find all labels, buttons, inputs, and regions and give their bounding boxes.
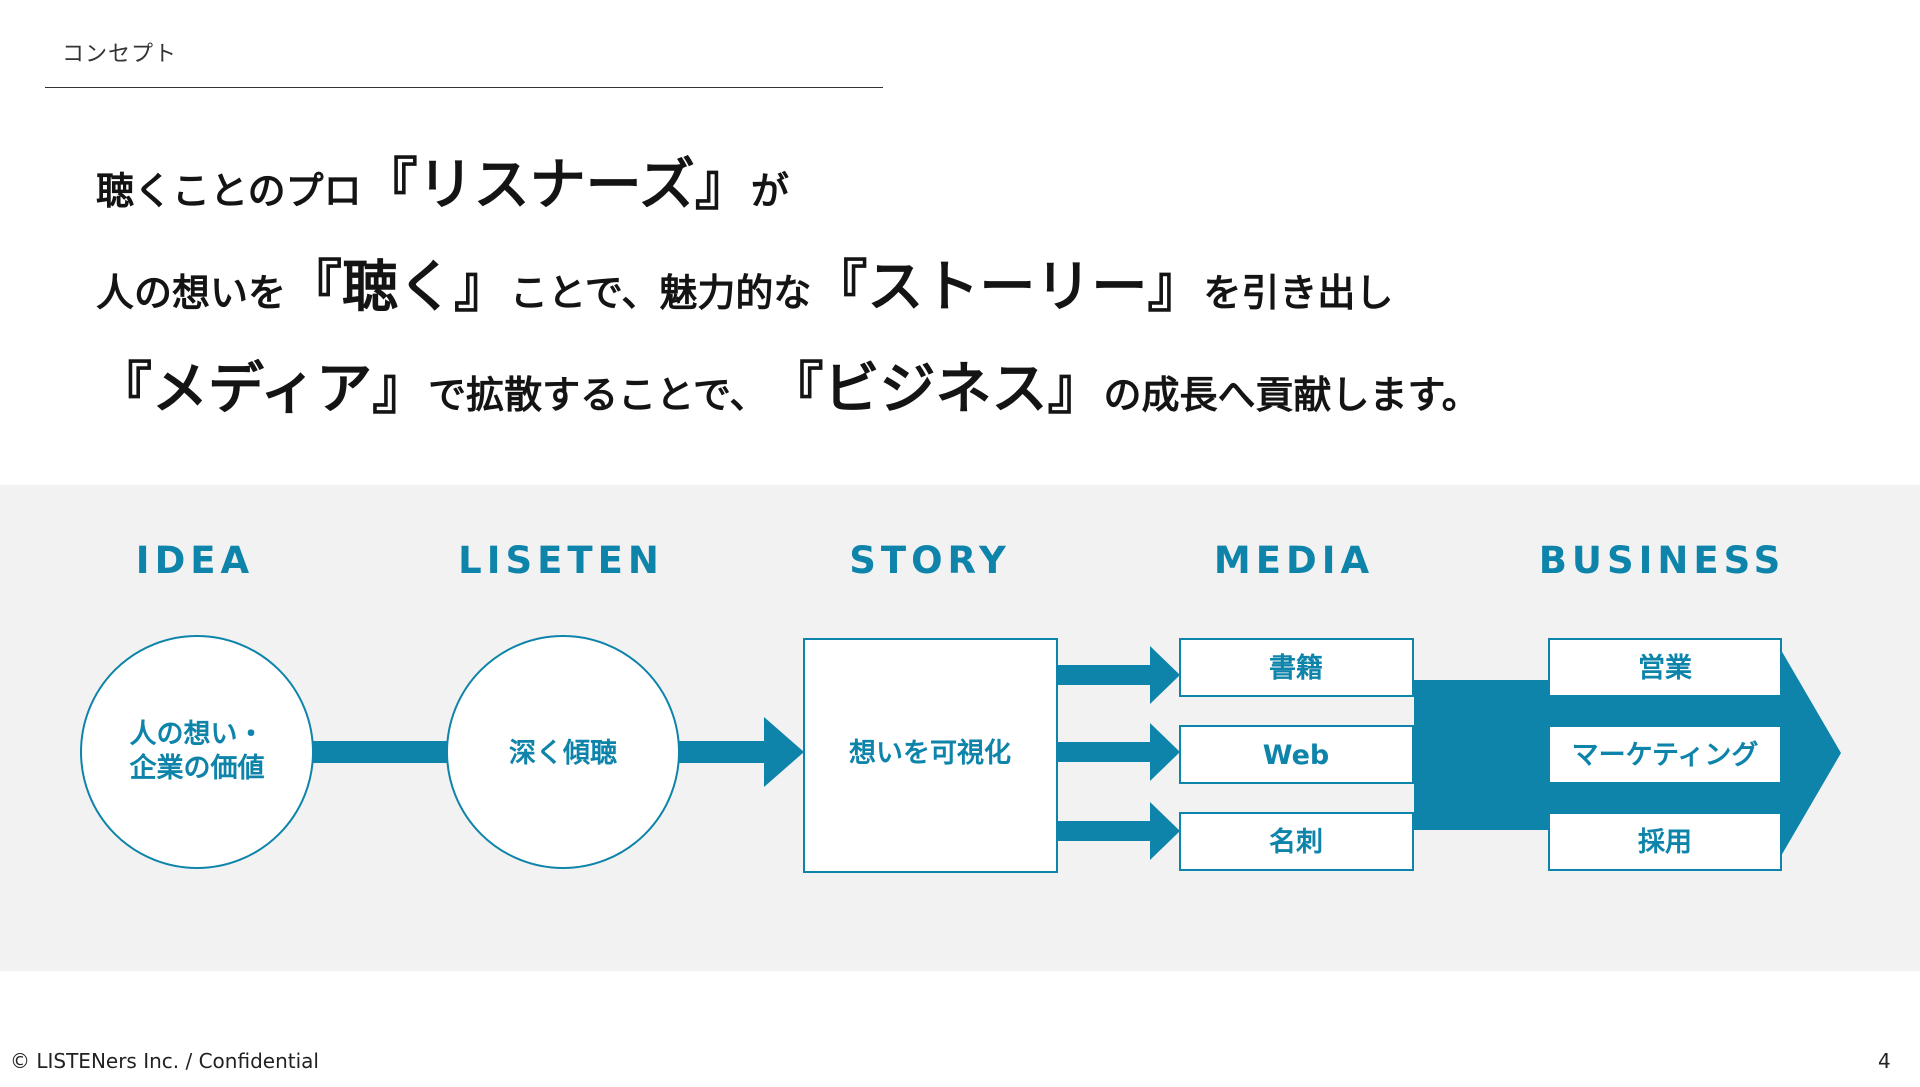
business-item-recruiting: 採用 [1638, 827, 1692, 858]
idea-node-line-2: 企業の価値 [130, 752, 265, 784]
arrow-shaft [1057, 742, 1152, 762]
headline-emphasis: 『メディア』 [96, 357, 429, 422]
media-item-books: 書籍 [1269, 652, 1323, 684]
business-item-box [1548, 638, 1782, 697]
headline-line-2: 人の想いを 『聴く』 ことで、魅力的な 『ストーリー』 を引き出し [96, 242, 1393, 322]
headline-segment: 聴くことのプロ [96, 169, 362, 213]
concept-flow-diagram: IDEA LISETEN STORY MEDIA BUSINESS 人の想い・ … [80, 539, 1841, 873]
arrow-right-icon [1150, 646, 1180, 704]
arrow-shaft [1057, 665, 1152, 685]
headline-segment: で拡散することで、 [428, 373, 768, 417]
arrow-right-icon [764, 717, 804, 787]
headline-emphasis: 『リスナーズ』 [361, 153, 751, 218]
section-divider [45, 87, 883, 88]
business-item-marketing: マーケティング [1572, 739, 1759, 771]
headline-emphasis: 『ストーリー』 [811, 255, 1204, 320]
arrow-shaft [1057, 821, 1152, 841]
story-box [803, 638, 1058, 873]
footer-copyright: © LISTENers Inc. / Confidential [10, 1049, 319, 1073]
headline-emphasis: 『ビジネス』 [767, 357, 1104, 422]
media-item-box [1179, 725, 1414, 784]
headline-line-1: 聴くことのプロ 『リスナーズ』 が [96, 140, 789, 220]
stage-title-story: STORY [849, 539, 1011, 582]
business-item-box [1548, 725, 1782, 784]
stage-title-idea: IDEA [136, 539, 254, 582]
arrow-shaft [676, 741, 766, 763]
story-node-label: 想いを可視化 [849, 738, 1011, 769]
media-item-business-card: 名刺 [1269, 826, 1323, 858]
stage-title-media: MEDIA [1214, 539, 1374, 582]
arrow-right-icon [1150, 802, 1180, 860]
stage-title-listen: LISETEN [458, 539, 664, 582]
headline-segment: を引き出し [1203, 271, 1394, 315]
arrow-right-icon [1150, 723, 1180, 781]
business-item-box [1548, 812, 1782, 871]
listen-node-label: 深く傾聴 [509, 738, 617, 769]
headline-line-3: 『メディア』 で拡散することで、 『ビジネス』 の成長へ貢献します。 [96, 344, 1480, 424]
media-item-web: Web [1263, 740, 1329, 771]
page-number: 4 [1878, 1049, 1891, 1073]
headline-segment: ことで、魅力的な [510, 271, 812, 315]
headline-emphasis: 『聴く』 [286, 255, 511, 320]
media-item-box [1179, 812, 1414, 871]
idea-circle [80, 635, 314, 869]
headline-segment: 人の想いを [96, 271, 287, 315]
stage-title-business: BUSINESS [1539, 539, 1786, 582]
connector-bar [310, 741, 450, 763]
listen-circle [446, 635, 680, 869]
concept-flow-band: IDEA LISETEN STORY MEDIA BUSINESS 人の想い・ … [0, 485, 1920, 971]
headline-segment: の成長へ貢献します。 [1103, 373, 1480, 417]
idea-node-line-1: 人の想い・ [130, 719, 265, 750]
section-label: コンセプト [62, 42, 178, 67]
headline-segment: が [750, 169, 789, 213]
business-item-sales: 営業 [1638, 652, 1692, 684]
media-item-box [1179, 638, 1414, 697]
